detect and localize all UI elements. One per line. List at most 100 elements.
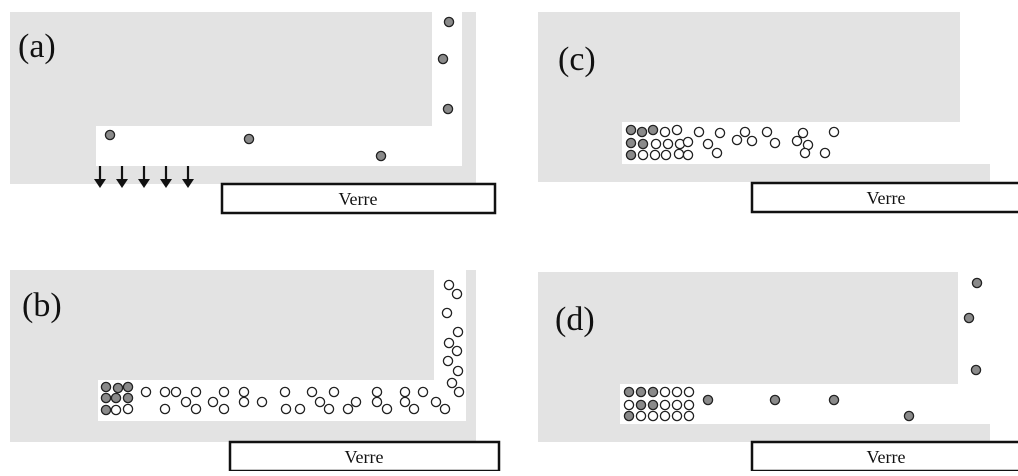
filled-particle [970, 364, 982, 376]
filled-particle [647, 399, 659, 411]
empty-particle [683, 386, 695, 398]
empty-particle [452, 365, 464, 377]
panel-a-particles [104, 16, 455, 162]
down-arrow [138, 166, 150, 188]
down-arrow [160, 166, 172, 188]
empty-particle [797, 127, 809, 139]
panel-d-channel [620, 272, 990, 424]
filled-particle [636, 126, 648, 138]
empty-particle [190, 403, 202, 415]
empty-particle [314, 396, 326, 408]
empty-particle [399, 396, 411, 408]
empty-particle [711, 147, 723, 159]
empty-particle [673, 148, 685, 160]
panel-d-glass-label: Verre [867, 447, 906, 467]
empty-particle [671, 410, 683, 422]
empty-particle [306, 386, 318, 398]
empty-particle [110, 404, 122, 416]
empty-particle [238, 396, 250, 408]
empty-particle [342, 403, 354, 415]
filled-particle [112, 382, 124, 394]
empty-particle [731, 134, 743, 146]
empty-particle [761, 126, 773, 138]
empty-particle [170, 386, 182, 398]
panel-a-glass-label: Verre [339, 189, 378, 209]
empty-particle [683, 410, 695, 422]
filled-particle [100, 381, 112, 393]
empty-particle [637, 149, 649, 161]
filled-particle [647, 124, 659, 136]
empty-particle [799, 147, 811, 159]
empty-particle [769, 137, 781, 149]
empty-particle [659, 410, 671, 422]
filled-particle [623, 386, 635, 398]
empty-particle [659, 386, 671, 398]
panel-b-particles [100, 279, 465, 416]
empty-particle [180, 396, 192, 408]
empty-particle [140, 386, 152, 398]
empty-particle [417, 386, 429, 398]
filled-particle [625, 124, 637, 136]
filled-particle [702, 394, 714, 406]
empty-particle [451, 345, 463, 357]
empty-particle [682, 149, 694, 161]
filled-particle [647, 386, 659, 398]
empty-particle [693, 126, 705, 138]
empty-particle [662, 138, 674, 150]
filled-particle [769, 394, 781, 406]
empty-particle [443, 279, 455, 291]
panel-a-arrows [94, 166, 194, 188]
empty-particle [671, 399, 683, 411]
panel-b-channel [98, 270, 466, 421]
empty-particle [328, 386, 340, 398]
panel-a: (a) Verre [10, 12, 497, 215]
filled-particle [963, 312, 975, 324]
empty-particle [430, 396, 442, 408]
empty-particle [350, 396, 362, 408]
empty-particle [702, 138, 714, 150]
empty-particle [659, 399, 671, 411]
panel-c: (c) Verre [538, 12, 1018, 214]
empty-particle [381, 403, 393, 415]
empty-particle [452, 326, 464, 338]
panel-b: (b) Verre [10, 270, 501, 473]
panel-c-glass-label: Verre [867, 188, 906, 208]
panel-b-glass [228, 440, 501, 473]
empty-particle [635, 410, 647, 422]
panel-b-label: (b) [22, 287, 62, 324]
panel-c-particles [625, 124, 840, 161]
filled-particle [625, 137, 637, 149]
filled-particle [437, 53, 449, 65]
empty-particle [218, 403, 230, 415]
empty-particle [371, 386, 383, 398]
empty-particle [207, 396, 219, 408]
empty-particle [122, 403, 134, 415]
panel-c-glass [750, 181, 1018, 214]
panel-c-channel [622, 12, 990, 164]
empty-particle [647, 410, 659, 422]
empty-particle [682, 136, 694, 148]
empty-particle [159, 403, 171, 415]
empty-particle [791, 135, 803, 147]
panel-a-label: (a) [18, 28, 56, 65]
filled-particle [625, 149, 637, 161]
down-arrow [182, 166, 194, 188]
down-arrow [94, 166, 106, 188]
filled-particle [100, 392, 112, 404]
empty-particle [218, 386, 230, 398]
empty-particle [451, 288, 463, 300]
empty-particle [439, 403, 451, 415]
panel-b-glass-label: Verre [345, 447, 384, 467]
panel-d-label: (d) [555, 301, 595, 338]
empty-particle [746, 135, 758, 147]
filled-particle [443, 16, 455, 28]
filled-particle [635, 399, 647, 411]
empty-particle [443, 337, 455, 349]
empty-particle [280, 403, 292, 415]
filled-particle [122, 381, 134, 393]
filled-particle [635, 386, 647, 398]
filled-particle [375, 150, 387, 162]
empty-particle [649, 149, 661, 161]
empty-particle [453, 386, 465, 398]
